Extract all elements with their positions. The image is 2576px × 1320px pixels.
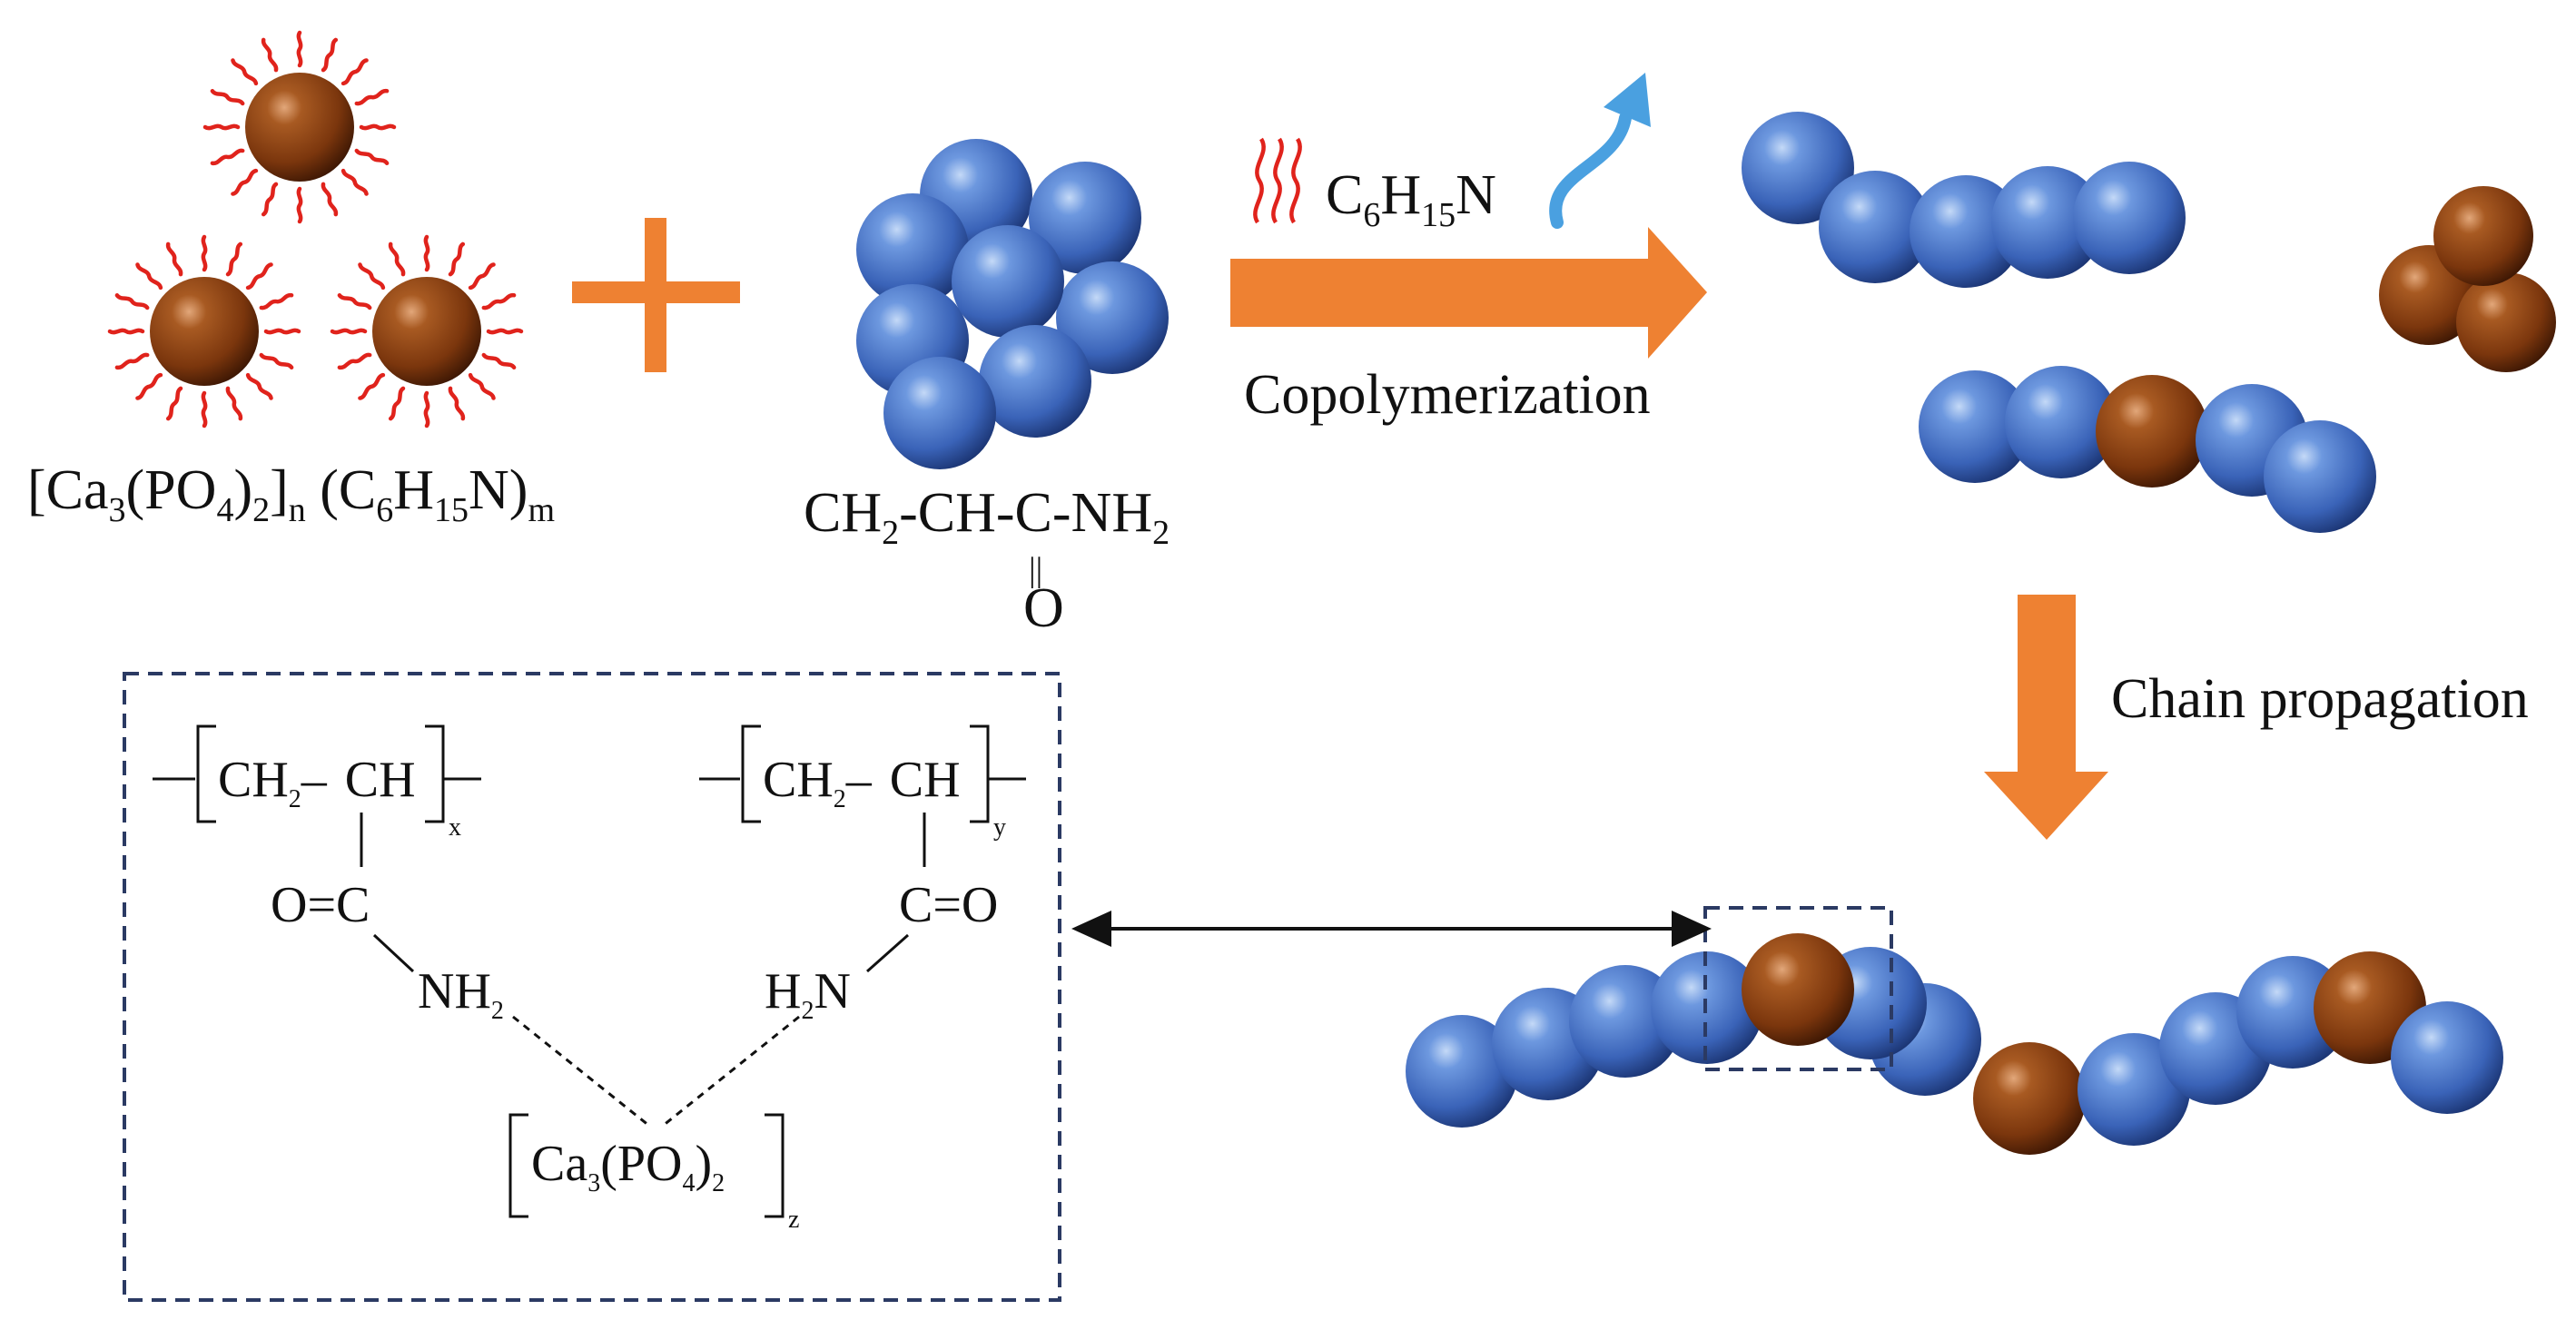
release-arrow-icon — [1549, 112, 1632, 229]
svg-text:O=C: O=C — [271, 877, 370, 933]
ligand-squiggle — [261, 354, 291, 369]
monomer-cluster — [856, 139, 1169, 469]
ligand-squiggle — [361, 126, 394, 128]
ligand-squiggle — [167, 243, 182, 274]
svg-text:z: z — [788, 1206, 799, 1234]
precursor-formula: [Ca3(PO4)2]n (C6H15N)m — [27, 459, 555, 529]
svg-text:y: y — [993, 813, 1006, 842]
released-ligand-formula: C6H15N — [1326, 164, 1496, 234]
svg-text:x: x — [449, 813, 461, 842]
ligand-squiggle — [247, 374, 271, 399]
ligand-squiggle — [212, 150, 242, 164]
ligand-squiggle — [342, 170, 367, 194]
ligand-squiggle — [449, 388, 464, 419]
ligand-squiggle — [116, 294, 147, 309]
ligand-squiggle — [262, 183, 277, 214]
ligand-squiggle — [299, 33, 301, 65]
short-chain-mixed — [1919, 366, 2376, 533]
precursor-sphere — [150, 277, 259, 386]
ligand-squiggle — [360, 374, 384, 399]
ligand-squiggle — [339, 354, 370, 369]
ligand-squiggle — [390, 388, 404, 419]
structure-right-repeat: CH2–CH y C=O H2N — [699, 724, 1026, 1025]
ligand-squiggle — [426, 393, 428, 426]
ligand-squiggle — [360, 264, 384, 289]
plus-sign — [572, 218, 740, 372]
monomer-oxygen: O — [1023, 577, 1064, 639]
svg-text:NH2: NH2 — [418, 963, 504, 1025]
precursor-particles — [110, 33, 521, 426]
ligand-squiggle — [261, 294, 291, 309]
precursor-sphere — [245, 73, 354, 182]
ligand-squiggle — [299, 189, 301, 222]
ligand-squiggle — [322, 183, 337, 214]
ligand-squiggle — [247, 264, 271, 289]
structure-box — [123, 672, 1061, 1302]
ligand-squiggle — [342, 60, 367, 84]
short-chain-blue — [1742, 112, 2186, 288]
chain-propagation-arrow — [1984, 595, 2108, 840]
ligand-squiggle — [232, 60, 257, 84]
ligand-squiggle — [322, 39, 337, 70]
ligand-squiggle — [212, 90, 242, 104]
svg-text:H2N: H2N — [765, 963, 851, 1025]
monomer-formula: CH2-CH-C-NH2 — [804, 482, 1170, 552]
heat-icon — [1253, 137, 1302, 224]
ligand-squiggle — [469, 264, 494, 289]
svg-text:Ca3(PO4)2: Ca3(PO4)2 — [531, 1136, 725, 1197]
ceramic-cluster — [2379, 186, 2556, 372]
ligand-squiggle — [426, 237, 428, 270]
release-arrow-head — [1604, 73, 1651, 127]
ligand-squiggle — [356, 150, 387, 164]
ligand-squiggle — [339, 294, 370, 309]
ligand-squiggle — [469, 374, 494, 399]
precursor-sphere — [372, 277, 481, 386]
ligand-squiggle — [110, 330, 143, 332]
long-copolymer-chain — [1406, 933, 2503, 1155]
ligand-squiggle — [232, 170, 257, 194]
monomer-double-bond: || — [1029, 551, 1042, 589]
structure-ceramic-unit: Ca3(PO4)2 z — [508, 1015, 800, 1234]
ligand-squiggle — [266, 330, 299, 332]
structure-left-repeat: CH2–CH x O=C NH2 — [153, 724, 504, 1025]
copolymerization-label: Copolymerization — [1244, 364, 1651, 426]
ligand-squiggle — [483, 294, 514, 309]
ligand-squiggle — [227, 388, 242, 419]
ligand-squiggle — [227, 243, 242, 274]
ligand-squiggle — [137, 264, 162, 289]
chain-propagation-label: Chain propagation — [2111, 668, 2529, 730]
ligand-squiggle — [332, 330, 365, 332]
ligand-squiggle — [203, 237, 205, 270]
svg-text:CH2–CH: CH2–CH — [763, 752, 961, 813]
zoom-highlight-box — [1703, 906, 1893, 1071]
ligand-squiggle — [137, 374, 162, 399]
ligand-squiggle — [167, 388, 182, 419]
ligand-squiggle — [203, 393, 205, 426]
ligand-squiggle — [116, 354, 147, 369]
ligand-squiggle — [390, 243, 404, 274]
svg-text:CH2–CH: CH2–CH — [218, 752, 416, 813]
ligand-squiggle — [483, 354, 514, 369]
ligand-squiggle — [262, 39, 277, 70]
ligand-squiggle — [356, 90, 387, 104]
svg-text:C=O: C=O — [899, 877, 998, 933]
copolymerization-arrow — [1230, 227, 1707, 359]
ligand-squiggle — [449, 243, 464, 274]
ligand-squiggle — [205, 126, 238, 128]
ligand-squiggle — [489, 330, 521, 332]
